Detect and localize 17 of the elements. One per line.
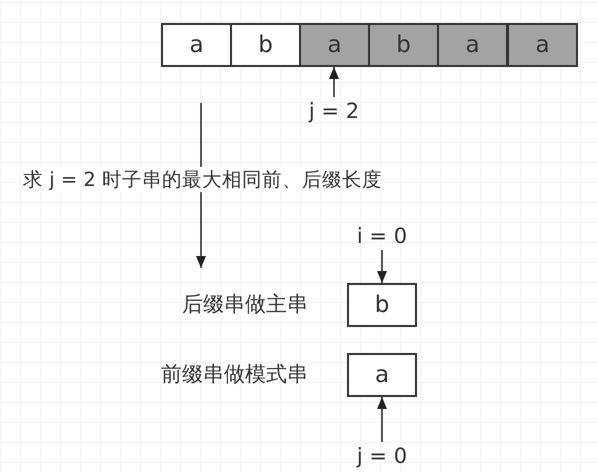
pointer-label: j = 2 [303,97,365,125]
array-cell: a [299,23,370,67]
array-cell: a [347,353,417,397]
arrow [329,67,339,97]
arrow [377,250,387,283]
array-cell: a [437,23,508,67]
row-label: 前缀串做模式串 [161,362,308,388]
annotation-text: 求 j = 2 时子串的最大相同前、后缀长度 [21,167,384,192]
array-cell: b [368,23,439,67]
pointer-label: i = 0 [352,222,412,250]
row-label: 后缀串做主串 [182,292,308,318]
array-cell: b [230,23,301,67]
pointer-label: j = 0 [352,442,412,470]
arrow [377,397,387,442]
array-cell: a [507,23,578,67]
array-cell: b [347,283,417,327]
array-cell: a [161,23,232,67]
